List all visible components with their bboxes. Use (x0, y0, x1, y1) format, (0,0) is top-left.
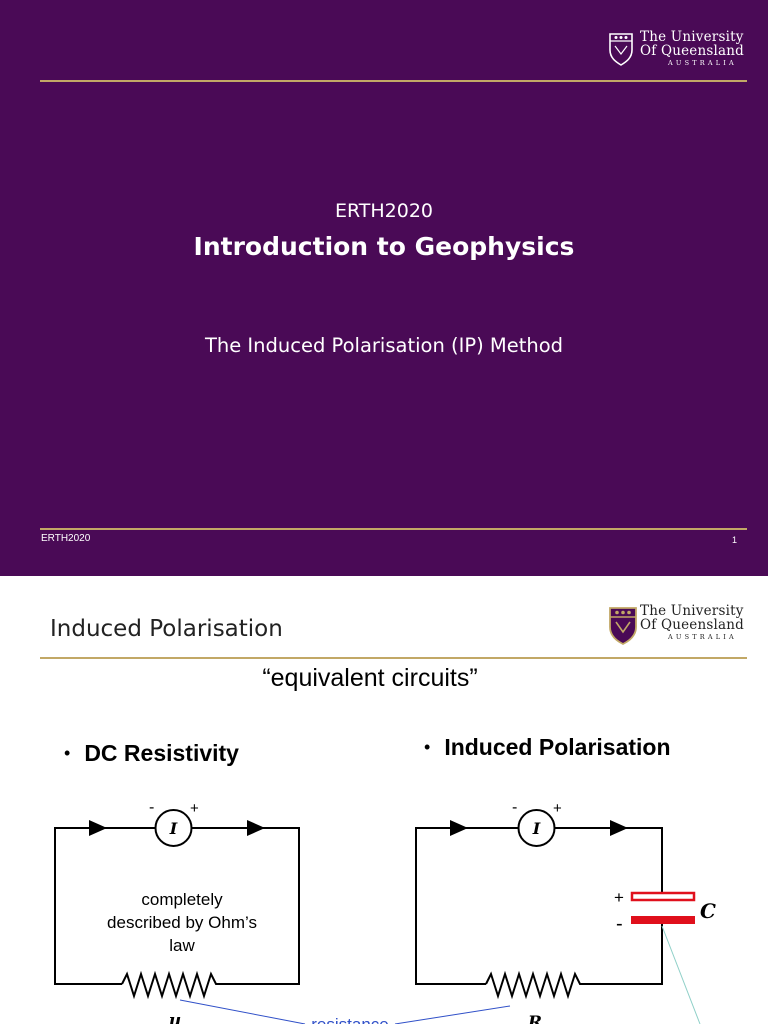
right-wire-bottom (586, 923, 663, 985)
ammeter-icon (154, 809, 193, 847)
annotation-line-left (179, 999, 306, 1024)
logo-line-2: Of Queensland (640, 43, 745, 60)
logo-line-3: AUSTRALIA (668, 633, 737, 642)
logo-line-1: The University (640, 603, 744, 619)
slide-subtitle: The Induced Polarisation (IP) Method (204, 334, 564, 357)
meter-plus: + (553, 800, 562, 817)
course-code: ERTH2020 (334, 200, 434, 222)
annotation-line-right (394, 1005, 511, 1024)
right-wire-top (555, 827, 663, 896)
title-slide: The University Of Queensland AUSTRALIA E… (0, 0, 768, 576)
resistor-label: R (527, 1013, 542, 1024)
header-divider (40, 80, 747, 82)
meter-plus: + (190, 800, 199, 817)
circuit-diagrams: I - + u I - + + - C R (54, 799, 716, 1024)
bullet-induced-polarisation: • Induced Polarisation (424, 734, 671, 761)
uq-crest-icon (608, 32, 634, 66)
uq-logo-color: The University Of Queensland AUSTRALIA (608, 603, 745, 645)
note-line-3: law (169, 936, 195, 955)
slide-heading: Induced Polarisation (50, 616, 283, 642)
footer-divider (40, 528, 747, 530)
bullet-dot-icon: • (64, 743, 71, 763)
footer-course-code: ERTH2020 (41, 533, 91, 544)
resistor-icon (485, 970, 586, 1000)
meter-minus: - (512, 799, 517, 816)
note-line-1: completely (141, 890, 223, 909)
ohms-law-note: completely described by Ohm’s law (70, 888, 294, 957)
capacitor-plus: + (614, 888, 624, 907)
logo-line-2: Of Queensland (640, 617, 745, 634)
uq-logo: The University Of Queensland AUSTRALIA (608, 30, 744, 67)
capacitor-plate-positive (630, 891, 696, 902)
note-line-2: described by Ohm’s (107, 913, 257, 932)
resistor-label: u (169, 1011, 181, 1024)
content-slide: Induced Polarisation The University Of Q… (0, 576, 768, 1024)
annotation-line-capacitor (661, 925, 701, 1024)
logo-line-3: AUSTRALIA (668, 59, 737, 68)
capacitor-minus: - (616, 913, 623, 935)
left-wire (415, 827, 518, 985)
bullet-dot-icon: • (424, 737, 431, 757)
bullet-label: Induced Polarisation (444, 734, 671, 760)
logo-line-1: The University (640, 29, 744, 45)
slide-subheading: “equivalent circuits” (262, 664, 478, 692)
header-divider (40, 657, 747, 659)
resistance-label: resistance (311, 1015, 388, 1024)
ammeter-icon (517, 809, 556, 847)
resistor-icon (121, 970, 222, 1000)
ammeter-symbol: I (169, 819, 178, 838)
bullet-dc-resistivity: • DC Resistivity (64, 740, 239, 767)
bullet-label: DC Resistivity (84, 740, 239, 766)
slide-title: Introduction to Geophysics (193, 232, 575, 261)
ip-circuit: I - + + - C R (415, 799, 716, 1024)
dc-circuit: I - + u (54, 799, 300, 1024)
capacitor-plate-negative (631, 916, 695, 924)
meter-minus: - (149, 799, 154, 816)
page-number: 1 (732, 535, 738, 545)
uq-crest-icon (608, 606, 637, 645)
ammeter-symbol: I (532, 819, 541, 838)
capacitor-label: C (700, 899, 716, 923)
